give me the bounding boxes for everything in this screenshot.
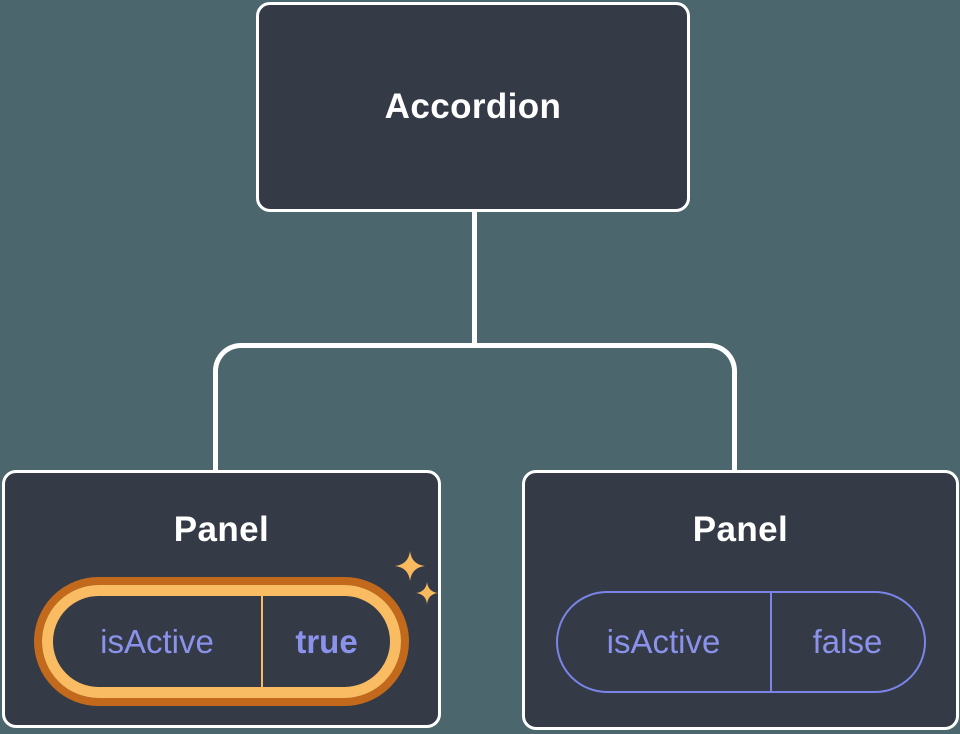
panel-inactive-label: Panel (692, 510, 789, 549)
node-accordion: Accordion (256, 2, 690, 212)
node-panel-inactive: Panel isActive false (522, 470, 959, 730)
accordion-label: Accordion (384, 87, 562, 126)
state-value-label: false (812, 623, 883, 660)
state-key-label: isActive (100, 622, 214, 660)
connector-stem (472, 211, 477, 344)
pill-divider (769, 593, 772, 691)
panel-active-label: Panel (173, 510, 270, 549)
connector-branch (213, 343, 737, 470)
state-pill-active-inner: isActive true (42, 585, 401, 698)
state-value-label: true (295, 622, 358, 660)
state-pill-inactive: isActive false (555, 591, 926, 693)
pill-divider (261, 596, 263, 687)
state-pill-active: isActive true (34, 577, 409, 706)
node-panel-active: Panel isActive true (2, 470, 441, 728)
state-key-label: isActive (606, 623, 721, 660)
sparkles-icon (395, 551, 438, 604)
